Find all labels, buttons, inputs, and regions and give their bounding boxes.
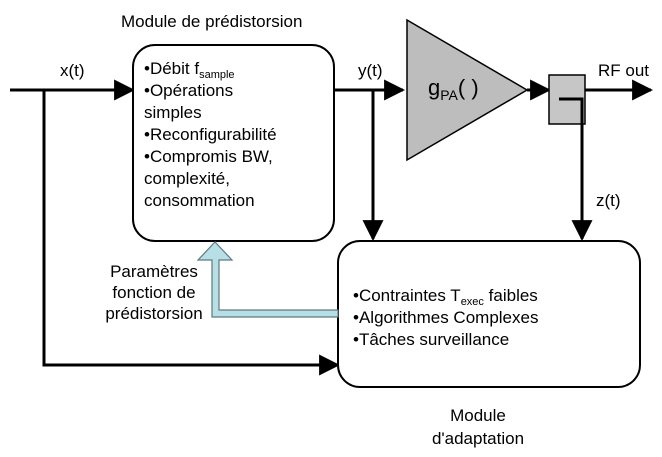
- feature-tradeoff-cont2: consommation: [144, 191, 255, 210]
- predistortion-features-list: •Débit fsample •Opérations simples •Reco…: [144, 58, 277, 212]
- feature-reconfigurability: •Reconfigurabilité: [144, 125, 277, 144]
- parameters-feedback-arrow: [196, 241, 339, 318]
- z-signal-label: z(t): [596, 191, 621, 210]
- coupler-tap-line: [559, 97, 593, 242]
- x-feedforward-line: [42, 90, 341, 376]
- adaptation-module-title: Module d'adaptation: [431, 406, 525, 448]
- feature-monitoring-tasks: •Tâches surveillance: [353, 330, 510, 349]
- feature-simple-ops-cont: simples: [144, 103, 202, 122]
- feature-simple-ops: •Opérations: [144, 81, 234, 100]
- predistortion-module-title: Module de prédistorsion: [121, 12, 303, 31]
- feature-tradeoff-cont1: complexité,: [144, 169, 230, 188]
- feature-exec-constraints: •Contraintes Texec faibles: [353, 286, 538, 308]
- y-signal-label: y(t): [358, 61, 383, 80]
- pa-transfer-label: gPA( ): [428, 75, 479, 103]
- feedback-parameters-label: Paramètres fonction de prédistorsion: [105, 262, 203, 323]
- feature-sample-rate: •Débit fsample: [144, 59, 235, 81]
- rf-out-label: RF out: [598, 61, 650, 80]
- x-signal-label: x(t): [60, 61, 85, 80]
- feature-complex-algorithms: •Algorithmes Complexes: [353, 308, 539, 327]
- adaptation-features-list: •Contraintes Texec faibles •Algorithmes …: [353, 285, 538, 351]
- feature-tradeoff: •Compromis BW,: [144, 147, 273, 166]
- power-amplifier-triangle: [406, 18, 529, 162]
- predistortion-module-box: [132, 44, 335, 242]
